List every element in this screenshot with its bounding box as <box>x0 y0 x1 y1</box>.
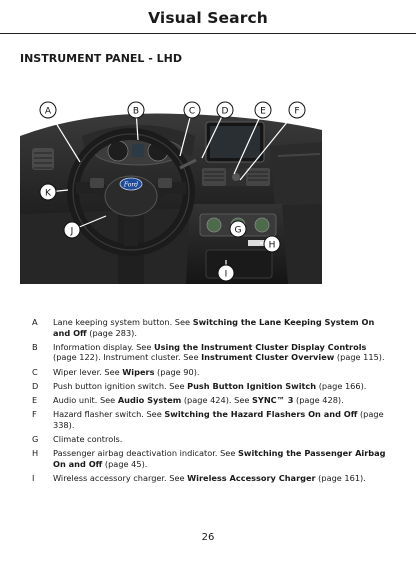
legend-item-b: B Information display. See Using the Ins… <box>20 342 390 363</box>
legend-text: Information display. See Using the Instr… <box>53 341 385 363</box>
cross-reference-link[interactable]: Wipers <box>122 366 155 377</box>
legend-list: A Lane keeping system button. See Switch… <box>20 317 390 487</box>
cross-reference-link[interactable]: SYNC™ 3 <box>252 394 294 405</box>
cross-reference-link[interactable]: Using the Instrument Cluster Display Con… <box>153 341 367 352</box>
legend-key: F <box>32 409 37 420</box>
svg-text:A: A <box>45 106 52 116</box>
svg-text:C: C <box>189 106 195 116</box>
legend-key: H <box>32 448 39 459</box>
page-title: Visual Search <box>148 9 268 27</box>
legend-text: Wireless accessory charger. See Wireless… <box>53 472 366 483</box>
legend-key: C <box>32 366 38 377</box>
callout-c: C <box>183 101 201 119</box>
svg-text:G: G <box>235 225 242 235</box>
legend-key: E <box>32 394 38 405</box>
cross-reference-link[interactable]: Switching the Hazard Flashers On and Off <box>164 409 358 420</box>
callout-k: K <box>39 183 57 201</box>
svg-text:F: F <box>294 106 299 116</box>
svg-text:E: E <box>260 106 266 116</box>
legend-item-e: E Audio unit. See Audio System (page 424… <box>20 395 390 406</box>
callout-a: A <box>39 101 57 119</box>
legend-key: B <box>32 341 38 352</box>
callout-d: D <box>216 101 234 119</box>
instrument-panel-illustration: Ford A B <box>20 96 322 284</box>
legend-item-c: C Wiper lever. See Wipers (page 90). <box>20 367 390 378</box>
callout-i: I <box>217 264 235 282</box>
svg-text:J: J <box>70 226 74 236</box>
cross-reference-link[interactable]: Wireless Accessory Charger <box>187 472 316 483</box>
legend-item-g: G Climate controls. <box>20 434 390 445</box>
svg-text:K: K <box>45 188 52 198</box>
section-title: INSTRUMENT PANEL - LHD <box>20 52 182 65</box>
cross-reference-link[interactable]: Instrument Cluster Overview <box>201 352 335 363</box>
instrument-panel-drawing: Ford A B <box>20 96 322 284</box>
callout-j: J <box>63 221 81 239</box>
page-number: 26 <box>201 532 215 543</box>
legend-key: D <box>32 380 39 391</box>
legend-text: Wiper lever. See Wipers (page 90). <box>53 366 200 377</box>
cross-reference-link[interactable]: Audio System <box>117 394 182 405</box>
svg-text:Ford: Ford <box>123 182 138 189</box>
legend-text: Audio unit. See Audio System (page 424).… <box>53 394 344 405</box>
legend-item-f: F Hazard flasher switch. See Switching t… <box>20 409 390 430</box>
svg-text:D: D <box>222 106 229 116</box>
cross-reference-link[interactable]: Switching the Lane Keeping System On and… <box>53 317 375 338</box>
callout-f: F <box>288 101 306 119</box>
legend-item-i: I Wireless accessory charger. See Wirele… <box>20 473 390 484</box>
svg-text:B: B <box>133 106 139 116</box>
cross-reference-link[interactable]: Push Button Ignition Switch <box>187 380 317 391</box>
callout-e: E <box>254 101 272 119</box>
legend-key: A <box>32 317 38 327</box>
legend-text: Hazard flasher switch. See Switching the… <box>53 409 384 430</box>
page-header: Visual Search <box>0 0 416 34</box>
legend-item-a: A Lane keeping system button. See Switch… <box>20 317 390 338</box>
legend-key: G <box>32 433 39 444</box>
header-divider <box>0 33 416 34</box>
legend-text: Climate controls. <box>53 433 123 444</box>
cross-reference-link[interactable]: Switching the Passenger Airbag On and Of… <box>53 448 386 469</box>
callout-h: H <box>263 235 281 253</box>
legend-item-h: H Passenger airbag deactivation indicato… <box>20 448 390 469</box>
svg-text:H: H <box>269 240 276 250</box>
callout-g: G <box>229 220 247 238</box>
legend-item-d: D Push button ignition switch. See Push … <box>20 381 390 392</box>
callout-b: B <box>127 101 145 119</box>
svg-text:I: I <box>225 269 228 279</box>
legend-text: Push button ignition switch. See Push Bu… <box>53 380 367 391</box>
legend-key: I <box>32 472 35 483</box>
legend-text: Passenger airbag deactivation indicator.… <box>53 448 386 469</box>
legend-text: Lane keeping system button. See Switchin… <box>53 317 375 338</box>
